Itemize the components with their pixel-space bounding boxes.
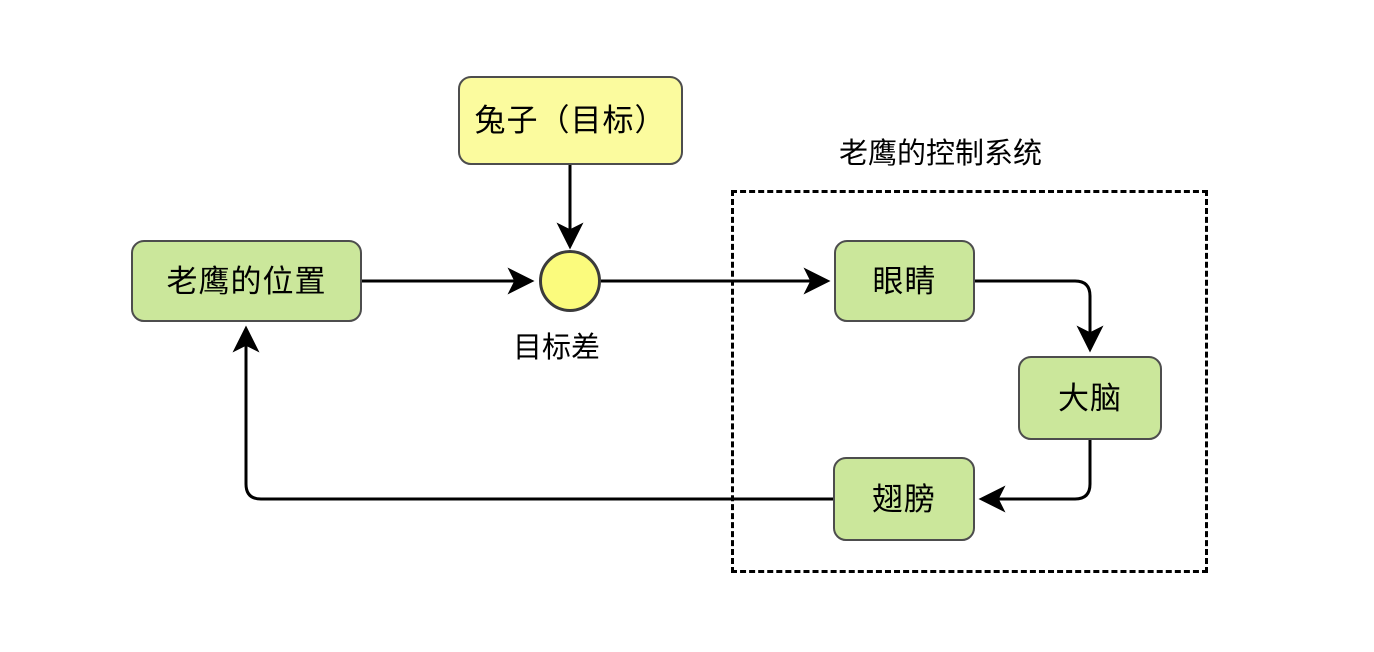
control-system-group-title: 老鹰的控制系统 <box>839 138 1043 170</box>
control-system-group <box>731 190 1208 573</box>
node-brain-label: 大脑 <box>1058 380 1122 416</box>
node-eagle-position[interactable]: 老鹰的位置 <box>131 240 362 322</box>
node-eagle-position-label: 老鹰的位置 <box>166 263 327 299</box>
node-eyes[interactable]: 眼睛 <box>834 240 975 322</box>
junction-error-label: 目标差 <box>513 332 601 364</box>
node-target[interactable]: 兔子（目标） <box>458 76 683 165</box>
node-target-label: 兔子（目标） <box>474 103 667 138</box>
node-wings-label: 翅膀 <box>872 481 936 517</box>
node-eyes-label: 眼睛 <box>872 263 937 299</box>
node-wings[interactable]: 翅膀 <box>833 457 975 541</box>
node-brain[interactable]: 大脑 <box>1018 356 1162 440</box>
junction-error-node[interactable] <box>539 250 601 312</box>
